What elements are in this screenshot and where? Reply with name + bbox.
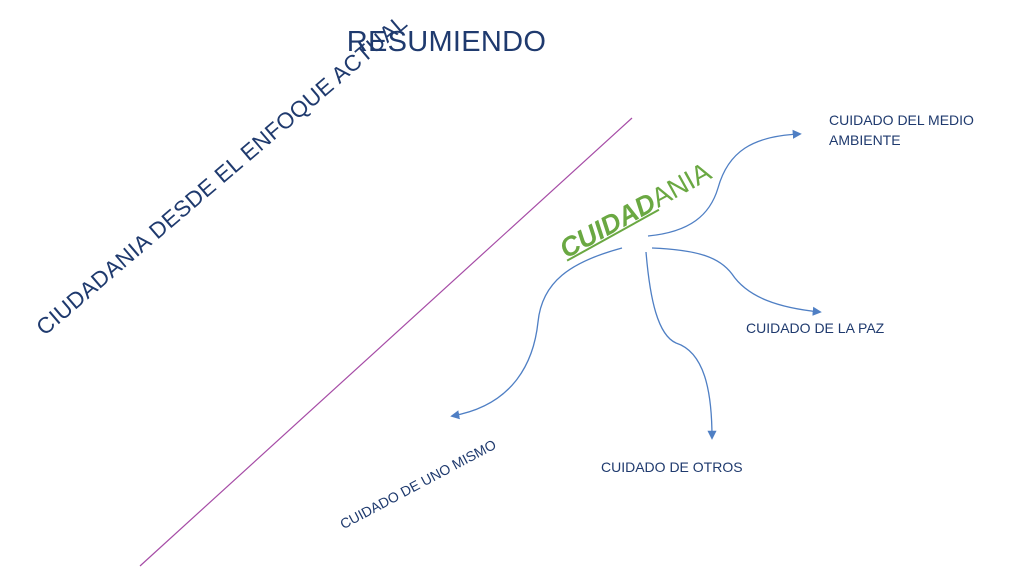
branch-paz: CUIDADO DE LA PAZ [746, 320, 885, 336]
arrow-to-paz [651, 247, 822, 316]
arrow-to-medio-ambiente [647, 129, 802, 237]
branch-medio-ambiente: CUIDADO DEL MEDIO AMBIENTE [829, 112, 974, 148]
arrow-to-uno-mismo [450, 247, 623, 420]
divider-line [139, 117, 633, 567]
slide-title: RESUMIENDO [346, 26, 547, 58]
branch-otros: CUIDADO DE OTROS [601, 459, 743, 475]
arrow-to-otros [645, 251, 717, 440]
